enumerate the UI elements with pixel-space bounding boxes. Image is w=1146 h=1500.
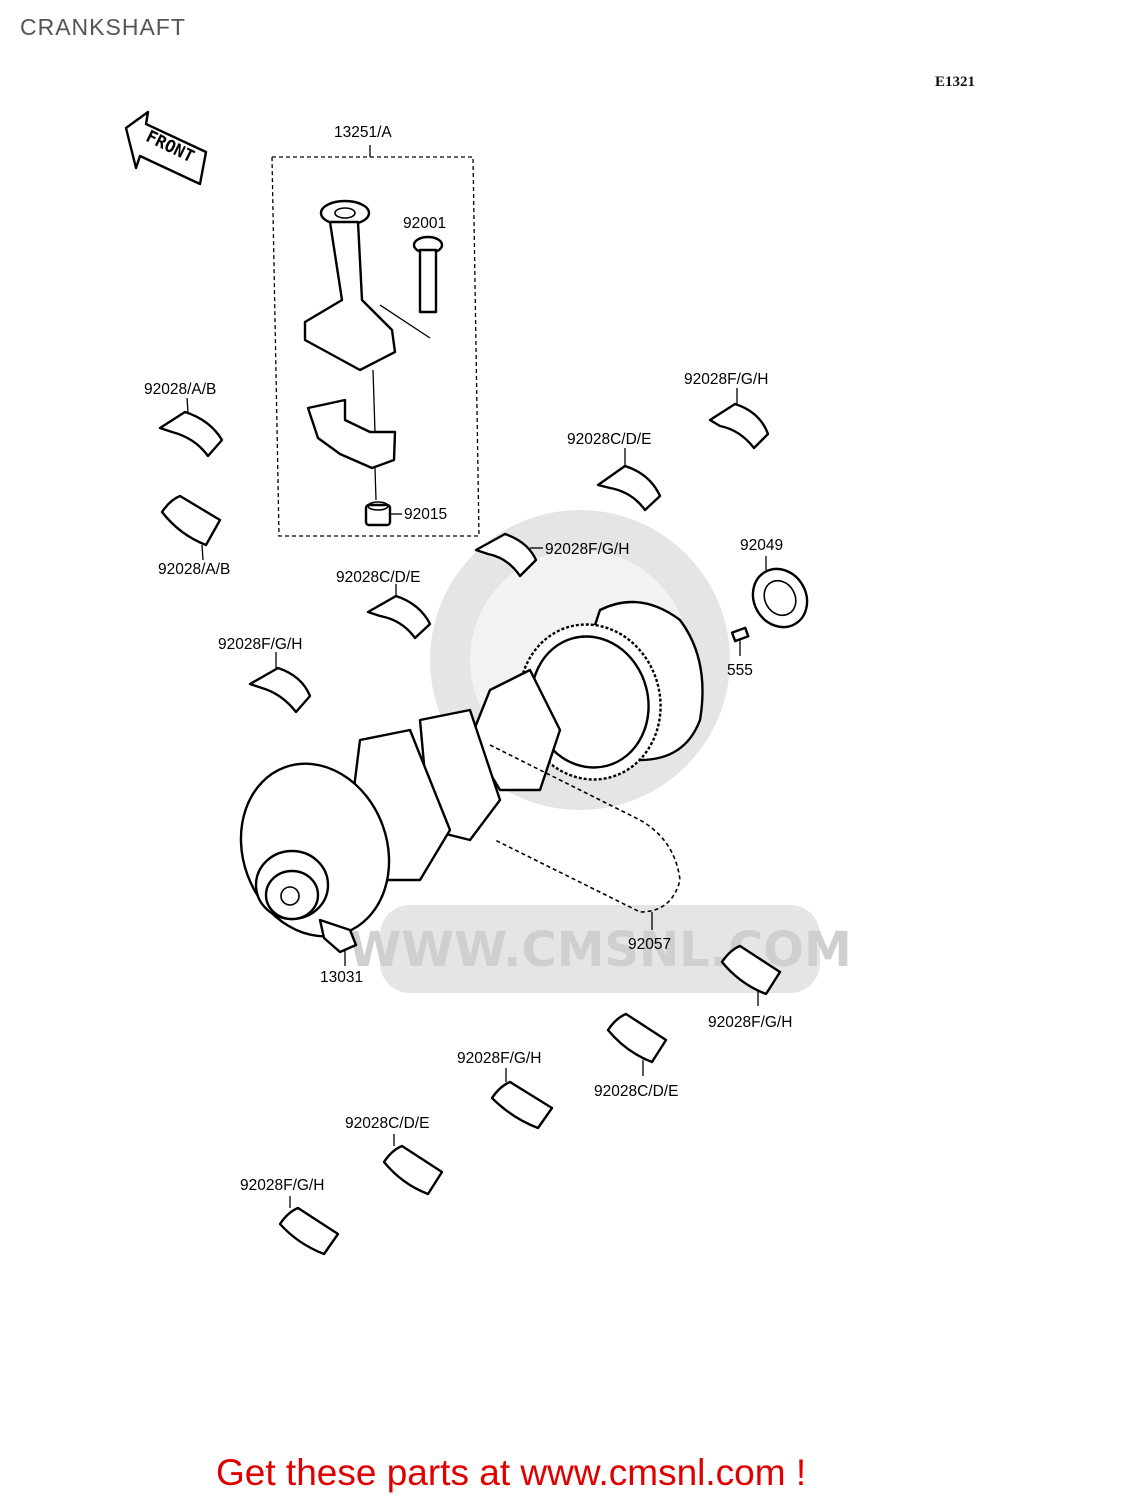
conrod-bolt-part: [379, 235, 444, 339]
bearing-shell-cde-left: [366, 584, 432, 640]
label-92028-fgh-left: 92028F/G/H: [218, 636, 302, 653]
diagram-code: E1321: [935, 74, 976, 90]
bearing-shell-cde-upper: [596, 448, 662, 512]
label-92057: 92057: [628, 936, 671, 953]
label-92028-cde-left: 92028C/D/E: [336, 569, 420, 586]
label-92001: 92001: [403, 215, 446, 232]
bearing-shell-cde-lower-right: [606, 1012, 668, 1076]
label-92028-fgh-lower-mid: 92028F/G/H: [457, 1050, 541, 1067]
label-13251-a: 13251/A: [334, 124, 392, 141]
front-arrow: FRONT: [124, 110, 208, 186]
label-92028-fgh-mid: 92028F/G/H: [545, 541, 629, 558]
label-92028-fgh-lower-right: 92028F/G/H: [708, 1014, 792, 1031]
label-92028-cde-lower-left: 92028C/D/E: [345, 1115, 429, 1132]
bearing-shell-ab-bottom: [160, 494, 222, 561]
label-92028-ab-bottom: 92028/A/B: [158, 561, 230, 578]
page-title: CRANKSHAFT: [20, 14, 186, 40]
chain-part: [489, 744, 681, 930]
label-92015: 92015: [404, 506, 447, 523]
conrod-cap-part: [306, 369, 397, 470]
conrod-assembly-box: [271, 145, 480, 537]
label-555: 555: [727, 662, 753, 679]
label-92028-fgh-bottom: 92028F/G/H: [240, 1177, 324, 1194]
key-part: [730, 626, 750, 656]
conrod-upper-part: [303, 199, 397, 372]
footer-link-text[interactable]: Get these parts at www.cmsnl.com !: [216, 1452, 807, 1493]
bearing-shell-cde-lower-left: [382, 1134, 444, 1196]
bearing-shell-fgh-lower-right: [720, 944, 782, 1006]
bearing-shell-fgh-mid: [474, 532, 543, 578]
oil-seal-part: [751, 556, 809, 629]
label-92028-ab-top: 92028/A/B: [144, 381, 216, 398]
label-92049: 92049: [740, 537, 783, 554]
bearing-shell-fgh-top-right: [708, 388, 770, 450]
label-92028-fgh-top-right: 92028F/G/H: [684, 371, 768, 388]
bearing-shell-fgh-left: [248, 652, 312, 714]
bearing-shell-fgh-lower-mid: [490, 1068, 554, 1130]
nut-part: [364, 467, 402, 527]
crankshaft-part: [239, 600, 704, 966]
label-92028-cde-lower-right: 92028C/D/E: [594, 1083, 678, 1100]
bearing-shell-ab-top: [158, 397, 224, 458]
label-92028-cde-upper: 92028C/D/E: [567, 431, 651, 448]
bearing-shell-fgh-bottom: [278, 1196, 340, 1256]
label-13031: 13031: [320, 969, 363, 986]
